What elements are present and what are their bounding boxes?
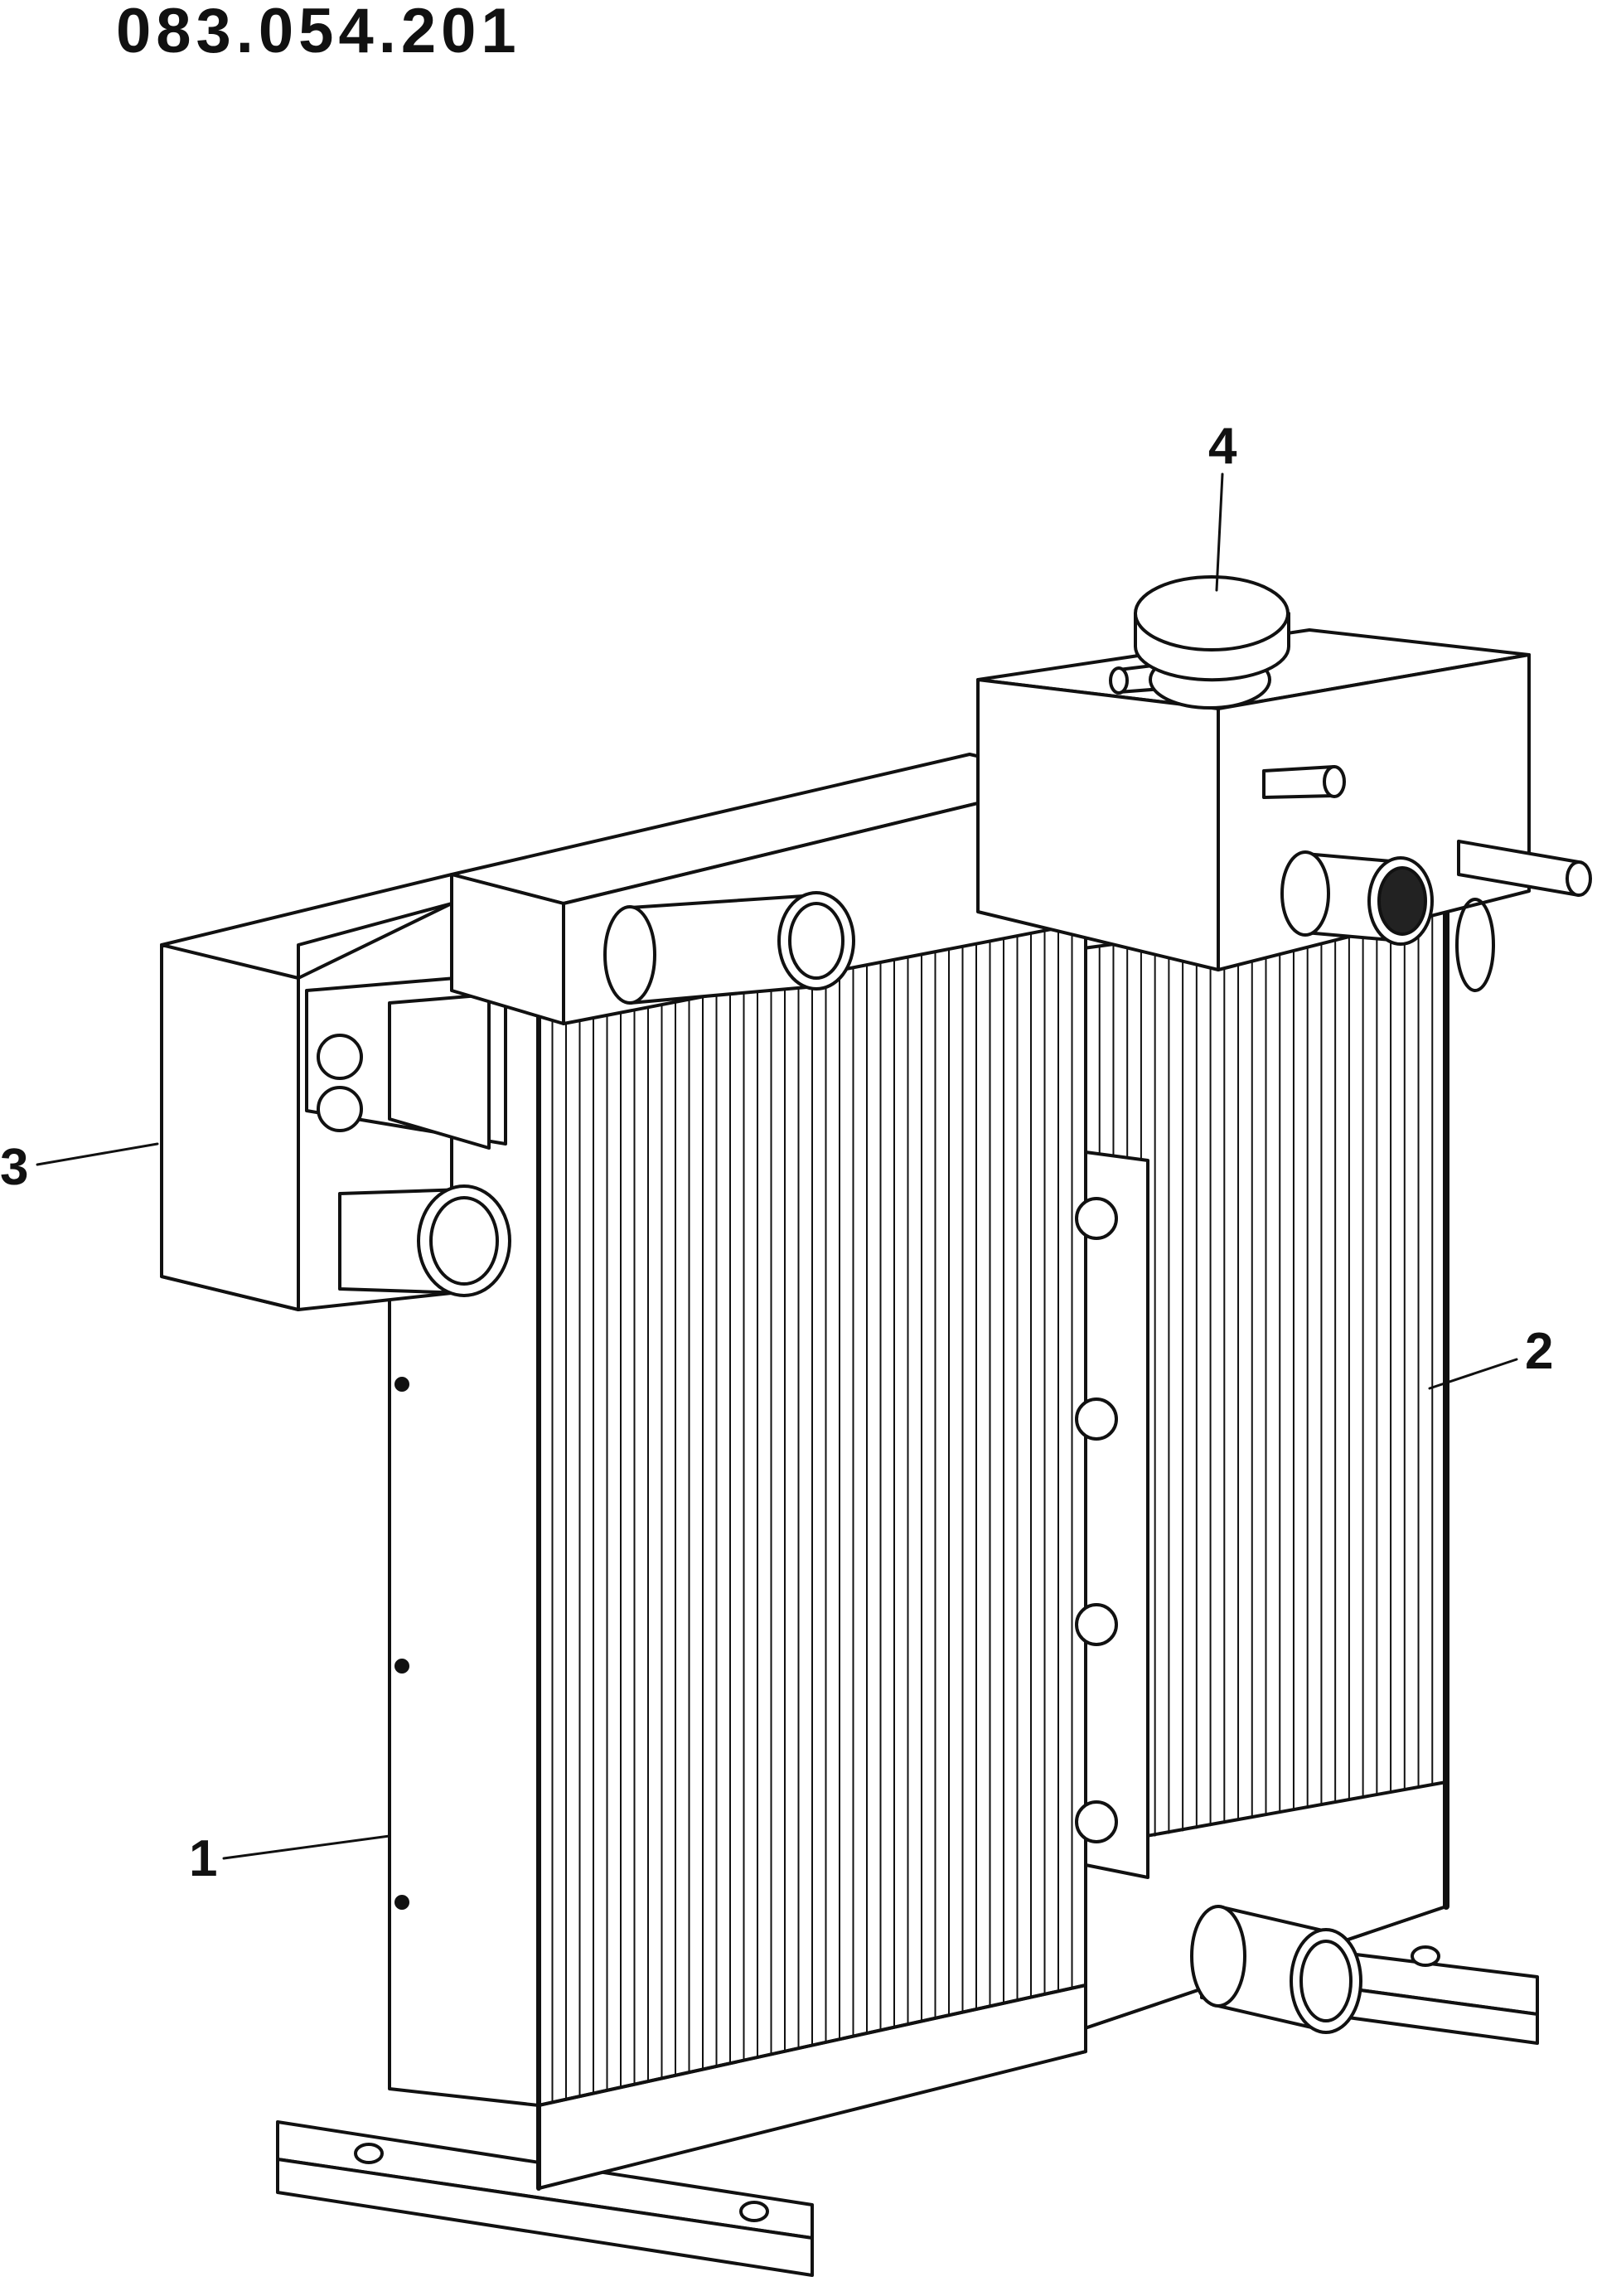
left-lower-outlet-pipe xyxy=(340,1186,510,1296)
rear-hose-ring xyxy=(1457,899,1493,991)
callout-3: 3 xyxy=(0,1139,29,1196)
expansion-tank-side-nozzle xyxy=(1264,767,1344,797)
part-number: 083.054.201 xyxy=(116,0,521,66)
left-core-block xyxy=(390,916,1086,2188)
expansion-tank-right-nozzle xyxy=(1459,841,1590,895)
right-core-block xyxy=(1077,899,1446,2031)
left-mounting-bracket xyxy=(307,974,506,1148)
callout-4: 4 xyxy=(1208,418,1237,475)
callout-2: 2 xyxy=(1525,1323,1554,1380)
top-inlet-pipe xyxy=(605,893,854,1003)
filler-cap xyxy=(1135,577,1289,708)
leader-line-4 xyxy=(1217,474,1222,590)
right-lower-outlet-pipe xyxy=(1192,1906,1361,2032)
expansion-tank-outlet-pipe xyxy=(1282,852,1432,944)
leader-line-2 xyxy=(1430,1359,1517,1388)
leader-line-3 xyxy=(37,1144,157,1165)
leader-line-1 xyxy=(224,1836,390,1858)
center-clamp-strip xyxy=(1077,1152,1148,1877)
callout-1: 1 xyxy=(189,1830,218,1887)
